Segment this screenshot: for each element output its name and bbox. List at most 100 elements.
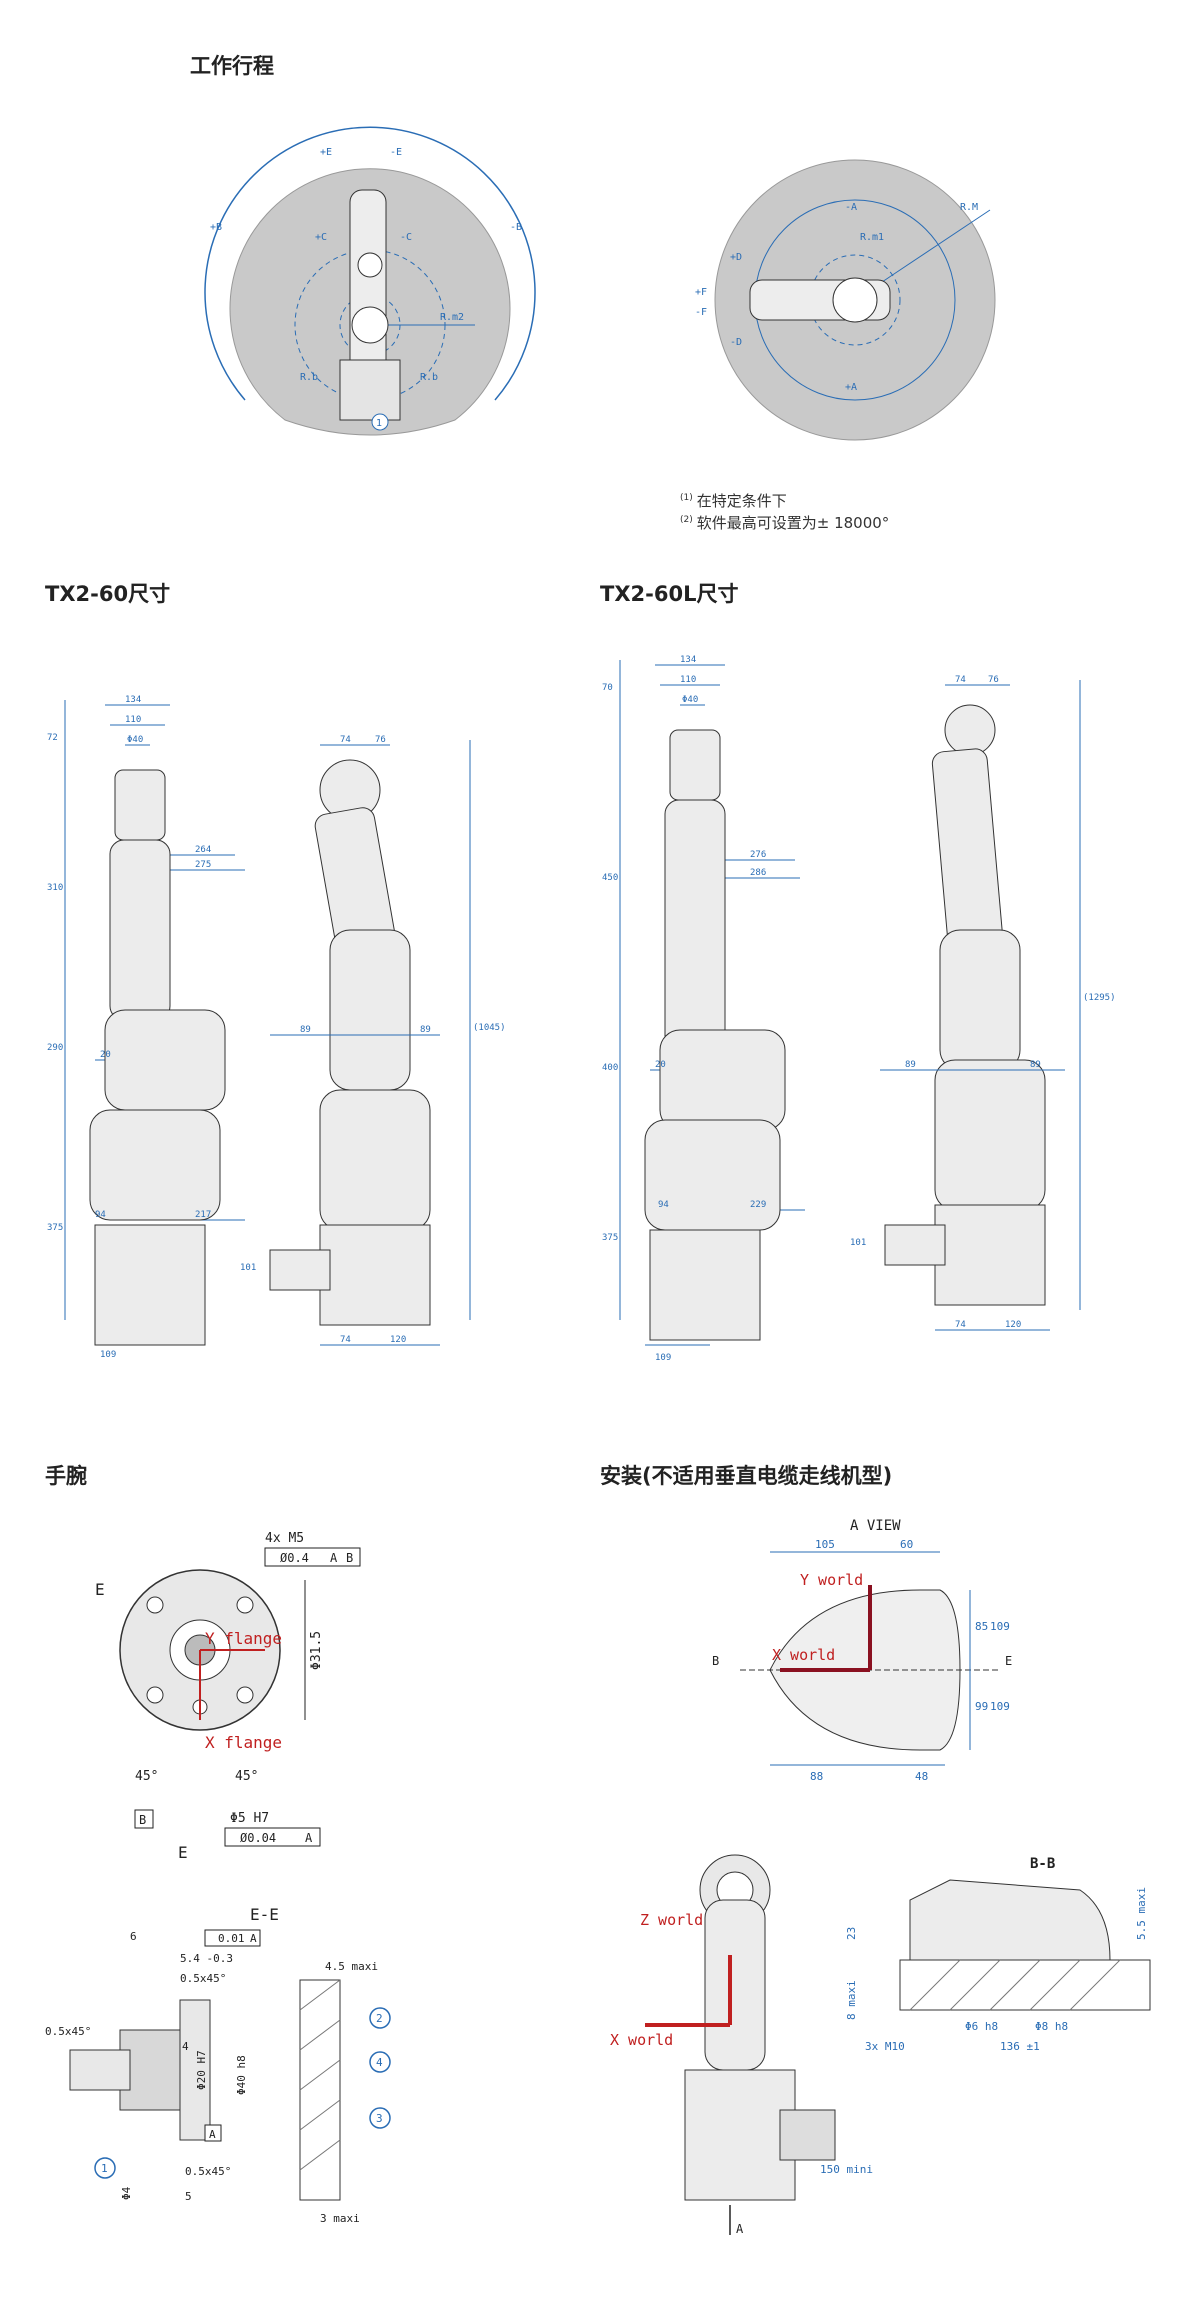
svg-text:85: 85 — [975, 1620, 988, 1633]
svg-text:Φ5 H7: Φ5 H7 — [230, 1811, 269, 1826]
svg-text:B-B: B-B — [1030, 1856, 1055, 1872]
tx2-60l-lower-arm — [644, 1119, 781, 1231]
svg-text:109: 109 — [100, 1350, 116, 1360]
section-title-install: 安装(不适用垂直电缆走线机型) — [600, 1464, 893, 1488]
svg-text:134: 134 — [125, 695, 141, 705]
svg-text:Φ40: Φ40 — [127, 735, 143, 745]
svg-text:45°: 45° — [135, 1769, 158, 1784]
svg-text:A VIEW: A VIEW — [850, 1518, 901, 1534]
wrist-flange-drawing: Y flange X flange 4x M5 Ø0.4 A B Φ31.5 4… — [95, 1531, 361, 1862]
svg-text:0.5x45°: 0.5x45° — [185, 2165, 231, 2178]
tx2-60l-front-drawing: 134 110 Φ40 276 286 20 94 229 109 70 450… — [602, 655, 805, 1363]
svg-text:310: 310 — [47, 883, 63, 893]
tx2-60-base — [94, 1224, 206, 1346]
svg-text:3x M10: 3x M10 — [865, 2040, 905, 2053]
svg-text:(1045): (1045) — [473, 1023, 506, 1033]
reach-arc-b — [204, 126, 536, 401]
svg-text:R.m2: R.m2 — [440, 312, 464, 323]
svg-text:+B: +B — [210, 222, 222, 233]
svg-text:74: 74 — [340, 1335, 351, 1345]
svg-text:134: 134 — [680, 655, 696, 665]
svg-text:48: 48 — [915, 1770, 928, 1783]
svg-text:275: 275 — [195, 860, 211, 870]
tx2-60l-side-drawing: 74 76 89 89 101 74 120 (1295) — [850, 675, 1116, 1331]
svg-text:1: 1 — [101, 2162, 108, 2175]
svg-text:Y flange: Y flange — [205, 1629, 282, 1648]
svg-text:105: 105 — [815, 1538, 835, 1551]
svg-text:3: 3 — [376, 2112, 383, 2125]
svg-text:8 maxi: 8 maxi — [845, 1980, 858, 2020]
svg-text:1: 1 — [376, 418, 382, 429]
svg-text:286: 286 — [750, 868, 766, 878]
svg-text:B: B — [346, 1551, 353, 1565]
svg-text:375: 375 — [47, 1223, 63, 1233]
svg-text:E-E: E-E — [250, 1905, 279, 1924]
svg-text:120: 120 — [1005, 1320, 1021, 1330]
svg-text:110: 110 — [125, 715, 141, 725]
svg-text:5.5 maxi: 5.5 maxi — [1135, 1887, 1148, 1940]
install-robot-side: Z world X world 150 mini A — [610, 1854, 873, 2236]
svg-text:20: 20 — [100, 1050, 111, 1060]
svg-text:+E: +E — [320, 147, 332, 158]
svg-text:Φ20 H7: Φ20 H7 — [195, 2050, 208, 2090]
svg-text:E: E — [95, 1580, 105, 1599]
wrist-section-ee: E-E 6 0.01 A 5.4 -0.3 0.5x45° 0.5x45° 4 … — [45, 1905, 391, 2225]
tx2-60-front-drawing: 134 110 Φ40 264 275 20 94 217 109 72 310… — [47, 695, 245, 1360]
svg-text:2: 2 — [376, 2012, 383, 2025]
tx2-60-elbow-side — [329, 929, 411, 1091]
svg-text:94: 94 — [658, 1200, 669, 1210]
svg-text:Φ6 h8: Φ6 h8 — [965, 2020, 998, 2033]
svg-text:20: 20 — [655, 1060, 666, 1070]
svg-text:E: E — [1005, 1654, 1012, 1668]
install-a-view: A VIEW Y world X world B E 105 60 85 109… — [712, 1518, 1012, 1783]
svg-text:A: A — [250, 1932, 257, 1945]
svg-text:74: 74 — [955, 675, 966, 685]
tx2-60l-elbow-side — [939, 929, 1021, 1071]
svg-text:76: 76 — [375, 735, 386, 745]
section-title-tx2-60l: TX2-60L尺寸 — [600, 582, 739, 606]
svg-text:A: A — [209, 2128, 216, 2141]
svg-text:89: 89 — [1030, 1060, 1041, 1070]
svg-text:450: 450 — [602, 873, 618, 883]
workspace-top-diagram: -A +A R.M R.m1 +D -D +F -F — [695, 159, 996, 441]
svg-text:B: B — [139, 1813, 146, 1827]
section-title-tx2-60: TX2-60尺寸 — [45, 582, 171, 606]
svg-text:45°: 45° — [235, 1769, 258, 1784]
tx2-60-base-side — [319, 1224, 431, 1326]
svg-text:120: 120 — [390, 1335, 406, 1345]
svg-text:-A: -A — [845, 202, 857, 213]
svg-text:B: B — [712, 1654, 719, 1668]
svg-text:-F: -F — [695, 307, 707, 318]
tx2-60l-forearm — [664, 799, 726, 1051]
svg-text:Φ8 h8: Φ8 h8 — [1035, 2020, 1068, 2033]
section-title-workspace: 工作行程 — [190, 54, 274, 78]
tx2-60l-shoulder — [659, 1029, 786, 1131]
section-title-wrist: 手腕 — [45, 1464, 87, 1488]
svg-text:88: 88 — [810, 1770, 823, 1783]
svg-text:(1295): (1295) — [1083, 993, 1116, 1003]
svg-text:-C: -C — [400, 232, 412, 243]
svg-text:-E: -E — [390, 147, 402, 158]
svg-text:-B: -B — [510, 222, 522, 233]
tx2-60-side-drawing: 74 76 89 89 101 74 120 (1045) — [240, 735, 506, 1346]
svg-text:-D: -D — [730, 337, 742, 348]
install-base — [684, 2069, 796, 2201]
install-section-bb: B-B 23 5.5 maxi 8 maxi Φ6 h8 Φ8 h8 3x M1… — [845, 1856, 1151, 2053]
svg-text:E: E — [178, 1843, 188, 1862]
svg-text:X world: X world — [610, 2031, 673, 2049]
svg-text:R.b: R.b — [300, 372, 318, 383]
workspace-side-diagram: +E -E +B -B +C -C R.m2 R.b R.b 1 — [204, 126, 536, 436]
bb-floor — [899, 1959, 1151, 2011]
svg-text:400: 400 — [602, 1063, 618, 1073]
tx2-60l-wrist — [669, 729, 721, 801]
svg-text:74: 74 — [340, 735, 351, 745]
svg-text:70: 70 — [602, 683, 613, 693]
note-1: (1)在特定条件下 — [680, 492, 787, 510]
svg-text:217: 217 — [195, 1210, 211, 1220]
svg-text:150 mini: 150 mini — [820, 2163, 873, 2176]
svg-text:136 ±1: 136 ±1 — [1000, 2040, 1040, 2053]
svg-text:A: A — [305, 1831, 313, 1845]
svg-text:72: 72 — [47, 733, 58, 743]
svg-text:R.m1: R.m1 — [860, 232, 884, 243]
svg-text:89: 89 — [300, 1025, 311, 1035]
